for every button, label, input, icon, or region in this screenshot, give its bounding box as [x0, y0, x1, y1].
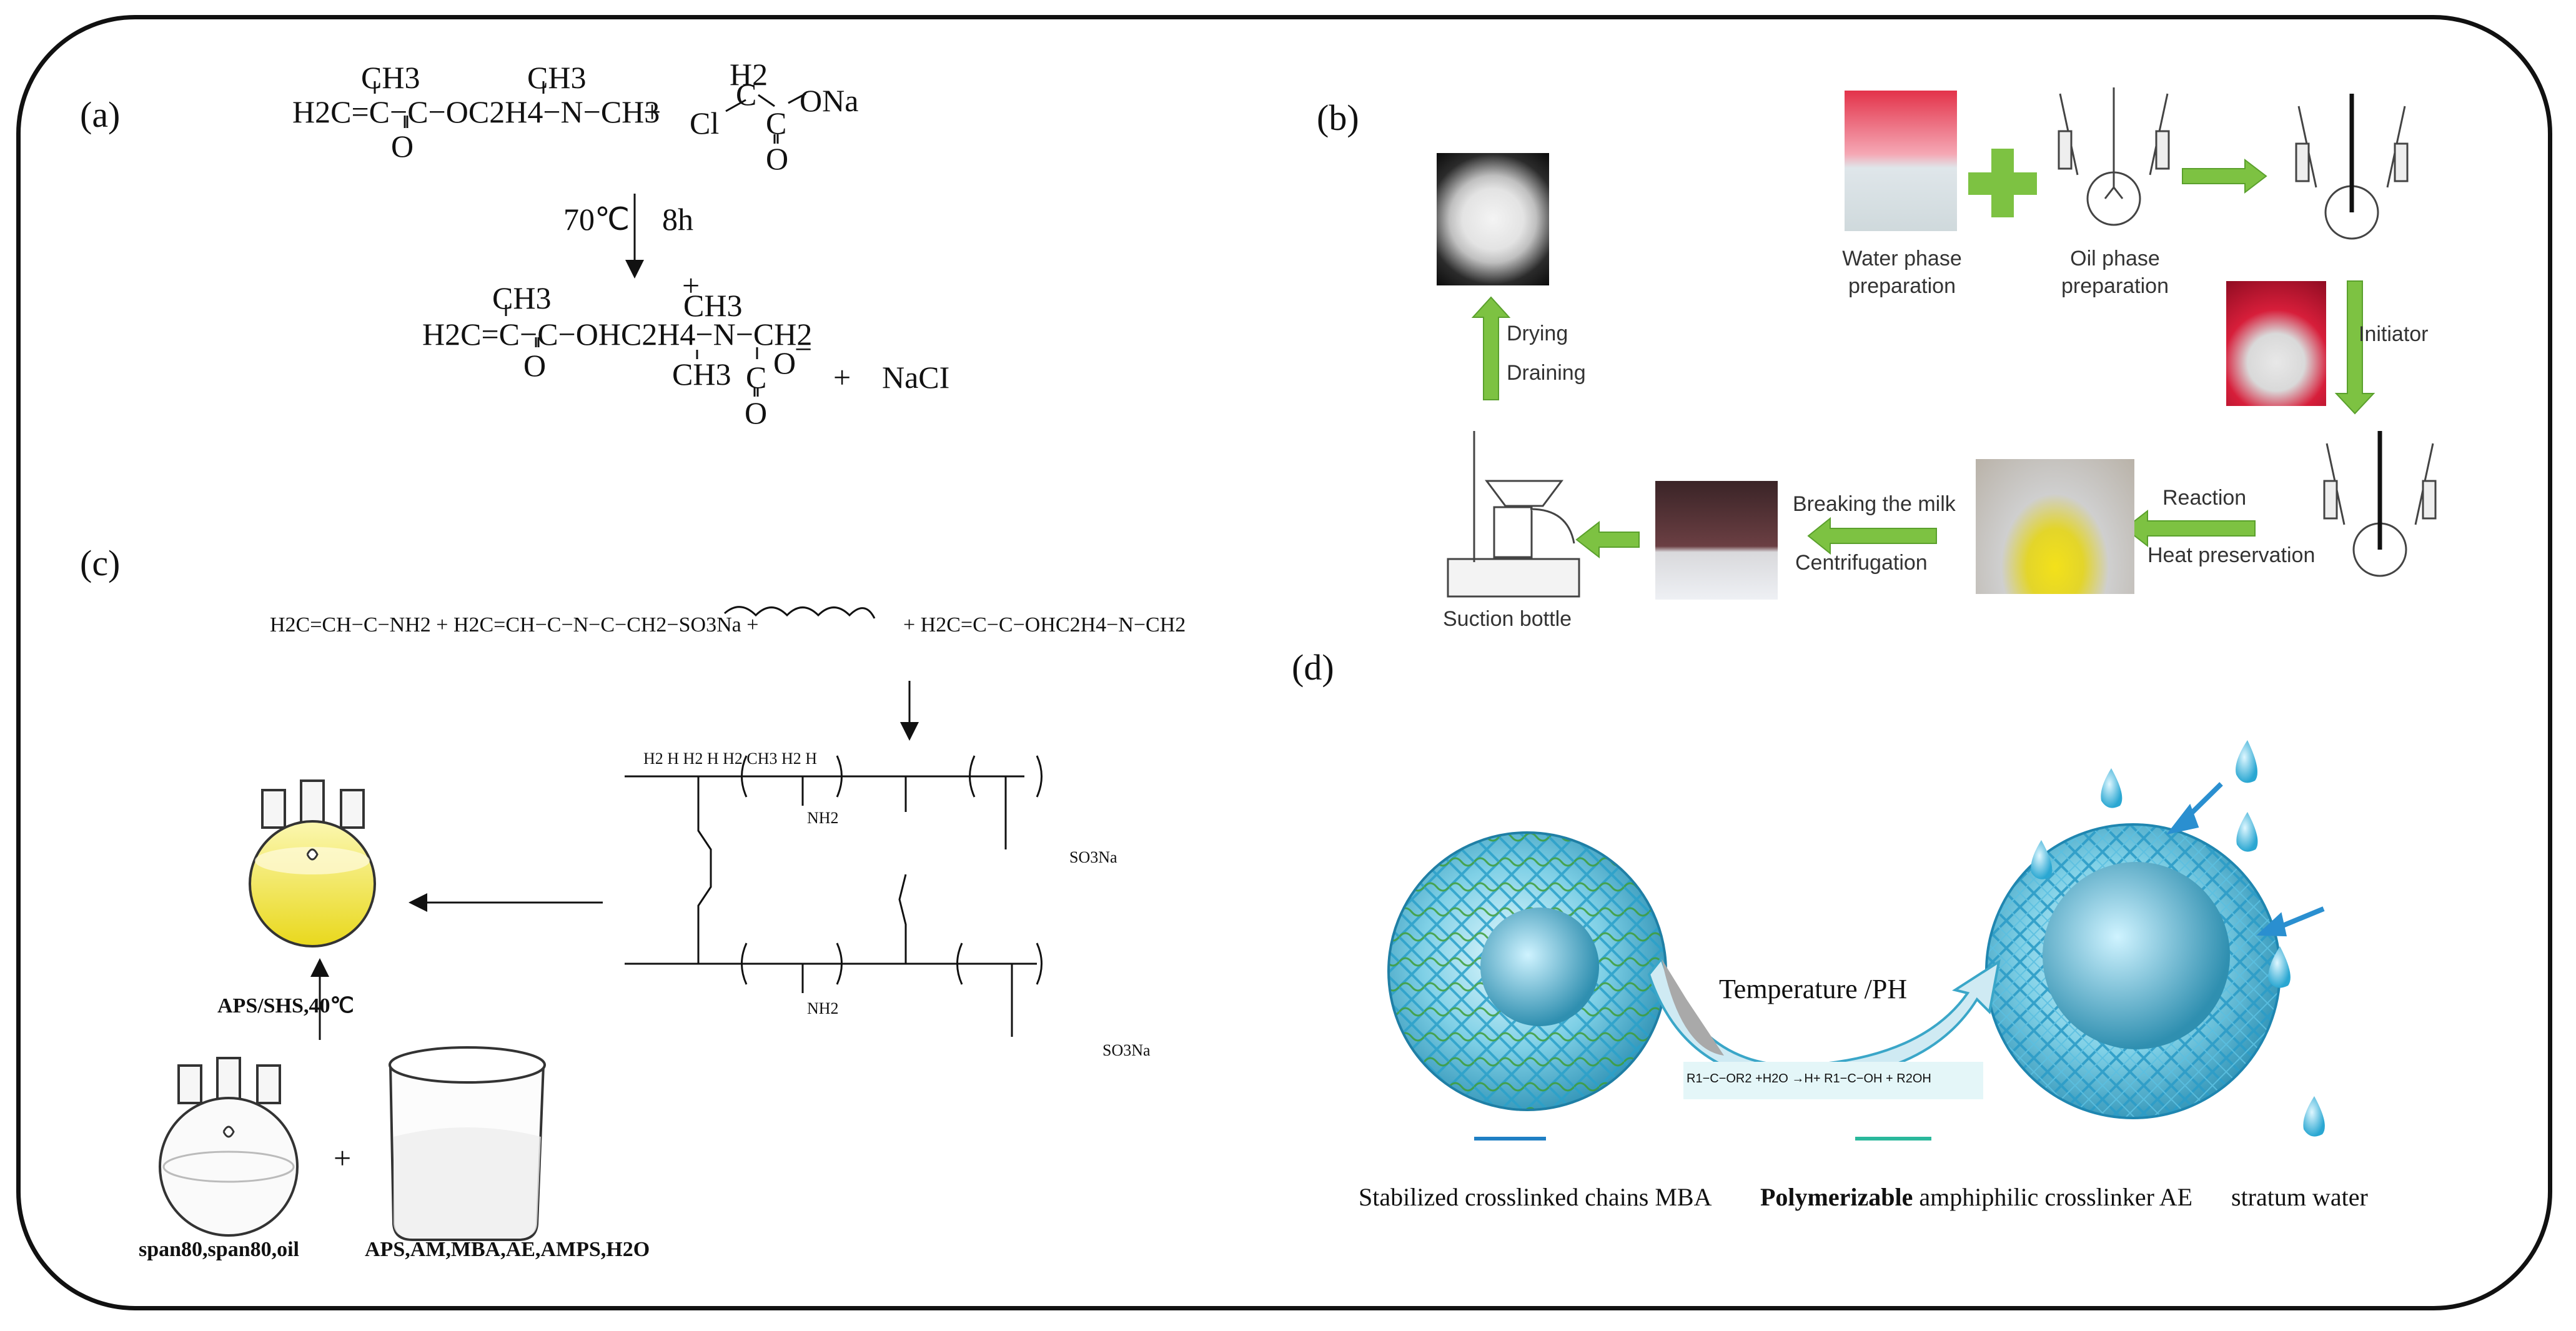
oil-phase-label: Oil phase preparation [2061, 247, 2169, 298]
product-charge-plus: + [682, 268, 700, 303]
legend-stratum-water: stratum water [2231, 1183, 2368, 1211]
reactant2-c2: C [766, 106, 787, 141]
monomer-line-right: + H2C=C−C−OHC2H4−N−CH2 [903, 613, 1186, 636]
monomer-line-left: H2C=CH−C−NH2 + H2C=CH−C−N−C−CH2−SO3Na + [270, 613, 759, 636]
condition-temperature-a: 70℃ [563, 202, 630, 237]
legend-ae-label: Polymerizable amphiphilic crosslinker AE [1760, 1182, 2192, 1212]
polymer-so3na-2: SO3Na [1102, 1041, 1151, 1059]
stimulus-condition-label: Temperature /PH [1719, 974, 1908, 1004]
suction-bottle-label: Suction bottle [1443, 607, 1572, 631]
water-drops [2031, 740, 2325, 1137]
swollen-microsphere [1985, 823, 2281, 1119]
legend-ae-bold: Polymerizable [1760, 1183, 1913, 1211]
reactant2-cl: Cl [690, 106, 720, 141]
polymer-so3na-1: SO3Na [1069, 848, 1117, 866]
breaking-emulsion-label: Breaking the milk [1793, 492, 1956, 516]
water-phase-components: APS,AM,MBA,AE,AMPS,H2O [365, 1238, 650, 1261]
plus-sign-c: + [334, 1141, 352, 1175]
plus-sign-a2: + [833, 360, 851, 395]
polymer-top-labels: H2 H H2 H H2 CH3 H2 H [643, 750, 818, 768]
drying-label: Drying [1507, 322, 1568, 345]
reactant2-oxygen: O [766, 141, 789, 176]
plus-sign-a1: + [643, 94, 661, 129]
product-ch3-upper: CH3 [683, 288, 743, 323]
reaction-equation-box [1683, 1062, 1983, 1099]
byproduct-nacl: NaCI [882, 360, 950, 395]
polymer-nh2-1: NH2 [807, 809, 839, 827]
panel-a-bonds [374, 81, 806, 397]
green-process-arrows [1471, 158, 2375, 559]
product-carboxyl-o: O [773, 345, 796, 380]
reactant2-ona: ONa [800, 83, 859, 118]
initiator-photo [2226, 281, 2326, 406]
oil-phase-glassware [2058, 87, 2170, 226]
reactant1-formula: H2C=C−C−OC2H4−N−CH3 [292, 94, 660, 129]
water-phase-beaker [389, 1046, 546, 1241]
legend-ae-rest: amphiphilic crosslinker AE [1913, 1183, 2193, 1211]
outer-frame [16, 15, 2552, 1310]
water-phase-label: Water phase preparation [1842, 247, 1962, 298]
yellow-reaction-flask [249, 779, 376, 948]
product-formula: H2C=C−C−OHC2H4−N−CH2 [422, 317, 813, 352]
water-inflow-arrows [2166, 782, 2325, 937]
oil-phase-components: span80,span80,oil [139, 1238, 299, 1261]
polymerization-condition: APS/SHS,40℃ [217, 994, 354, 1017]
centrifuge-photo [1655, 481, 1778, 600]
legend-mba-label: Stabilized crosslinked chains MBA [1359, 1183, 1712, 1211]
draining-label: Draining [1507, 361, 1586, 385]
product-oxygen: O [523, 348, 547, 383]
green-plus-sign [1968, 149, 2037, 217]
heat-preservation-label: Heat preservation [2147, 543, 2316, 567]
reactor-glassware-1 [2295, 94, 2409, 240]
reaction-label: Reaction [2162, 486, 2247, 510]
panel-c-scheme [310, 606, 1043, 1040]
reactant1-ch3-right: CH3 [527, 60, 587, 95]
panel-label-c: (c) [80, 543, 121, 583]
reactant2-h2: H2 [730, 57, 768, 92]
oil-phase-flask [159, 1057, 299, 1237]
condition-time-a: 8h [662, 202, 693, 237]
stabilized-microsphere [1387, 831, 1667, 1111]
water-phase-photo [1845, 91, 1957, 231]
polymer-nh2-2: NH2 [807, 999, 839, 1017]
initiator-label: Initiator [2359, 322, 2429, 346]
ester-hydrolysis-equation: R1−C−OR2 +H2O →H+ R1−C−OH + R2OH [1687, 1072, 1931, 1086]
reaction-yellow-photo [1976, 459, 2134, 594]
product-ch3-top: CH3 [492, 280, 552, 315]
panel-label-a: (a) [80, 94, 121, 135]
dried-product-photo [1437, 153, 1549, 285]
panel-label-d: (d) [1292, 647, 1334, 688]
product-charge-minus: − [795, 332, 813, 367]
reactor-glassware-2 [2323, 431, 2437, 577]
reactant1-ch3-top: CH3 [361, 60, 420, 95]
reactant1-oxygen: O [391, 129, 414, 164]
centrifugation-label: Centrifugation [1795, 551, 1928, 575]
reactant2-c: C [736, 77, 757, 112]
product-carboxyl-c: C [746, 360, 767, 395]
suction-bottle-drawing [1447, 431, 1580, 598]
product-ch3-lower: CH3 [672, 357, 731, 392]
product-carboxyl-o-lower: O [745, 395, 768, 430]
panel-label-b: (b) [1317, 97, 1359, 138]
